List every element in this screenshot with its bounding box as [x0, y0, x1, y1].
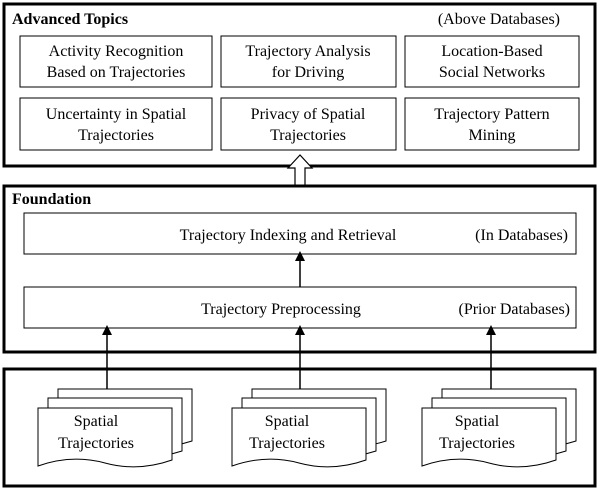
topic-privacy-line1: Privacy of Spatial [251, 106, 366, 123]
doc-front [231, 407, 367, 468]
topic-trajectory-analysis-line1: Trajectory Analysis [245, 43, 370, 60]
topic-box-trajectory-analysis [220, 35, 397, 88]
document-stack-middle: Spatial Trajectories [231, 388, 387, 468]
indexing-retrieval-note: (In Databases) [475, 227, 568, 244]
doc-left-line2: Trajectories [58, 435, 134, 452]
topic-trajectory-analysis-line2: for Driving [272, 64, 344, 81]
preprocessing-box [23, 286, 577, 329]
sources-panel [2, 367, 597, 488]
foundation-title: Foundation [12, 191, 91, 208]
topic-pattern-mining-line1: Trajectory Pattern [434, 106, 549, 123]
topic-uncertainty-line1: Uncertainty in Spatial [46, 106, 187, 123]
topic-uncertainty-line2: Trajectories [78, 127, 154, 144]
topic-box-activity-recognition [19, 35, 213, 88]
topic-box-privacy [220, 97, 397, 151]
topic-privacy-line2: Trajectories [270, 127, 346, 144]
topic-box-uncertainty [19, 97, 213, 151]
preprocessing-note: (Prior Databases) [458, 301, 570, 318]
doc-middle-line2: Trajectories [249, 435, 325, 452]
document-stack-left: Spatial Trajectories [37, 388, 193, 468]
doc-right-line1: Spatial [455, 413, 500, 430]
advanced-topics-title: Advanced Topics [12, 11, 128, 28]
doc-middle-line1: Spatial [265, 413, 310, 430]
doc-front [421, 407, 557, 468]
advanced-topics-note: (Above Databases) [438, 11, 560, 28]
topic-activity-recognition-line2: Based on Trajectories [47, 64, 186, 81]
topic-location-based-line2: Social Networks [439, 64, 545, 81]
topic-box-pattern-mining [404, 97, 580, 151]
topic-location-based-line1: Location-Based [441, 43, 542, 60]
topic-activity-recognition-line1: Activity Recognition [49, 43, 184, 60]
doc-left-line1: Spatial [74, 413, 119, 430]
preprocessing-label: Trajectory Preprocessing [201, 301, 361, 318]
topic-pattern-mining-line2: Mining [468, 127, 515, 144]
indexing-retrieval-label: Trajectory Indexing and Retrieval [180, 227, 397, 244]
document-stack-right: Spatial Trajectories [421, 388, 577, 468]
doc-front [37, 407, 173, 468]
doc-right-line2: Trajectories [439, 435, 515, 452]
topic-box-location-based [404, 35, 580, 88]
